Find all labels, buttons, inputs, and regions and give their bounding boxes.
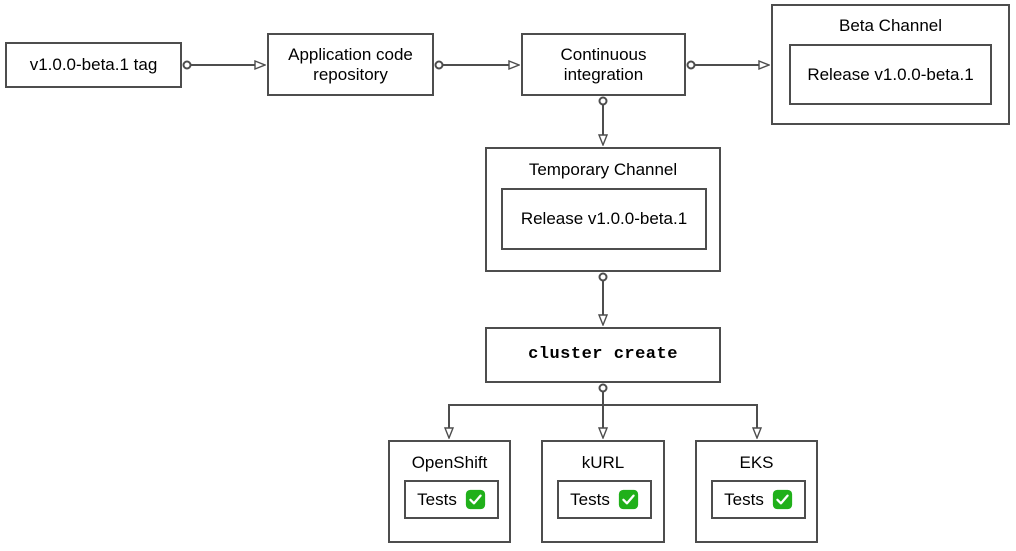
node-cluster-create-label: cluster create xyxy=(528,345,678,365)
kurl-tests-label: Tests xyxy=(570,489,610,509)
node-continuous-integration-label: Continuous integration xyxy=(560,44,647,84)
kurl-tests-box[interactable]: Tests xyxy=(557,480,652,519)
node-continuous-integration[interactable]: Continuous integration xyxy=(521,33,686,96)
container-openshift-title: OpenShift xyxy=(411,453,488,472)
white-check-mark-icon xyxy=(465,489,486,510)
container-beta-channel-title: Beta Channel xyxy=(838,16,943,35)
eks-tests-label: Tests xyxy=(724,489,764,509)
node-application-code-repository[interactable]: Application code repository xyxy=(267,33,434,96)
container-temporary-channel-title: Temporary Channel xyxy=(528,160,678,179)
container-openshift[interactable]: OpenShift Tests xyxy=(388,440,511,543)
node-tag-label: v1.0.0-beta.1 tag xyxy=(29,55,158,75)
container-eks[interactable]: EKS Tests xyxy=(695,440,818,543)
container-temporary-channel[interactable]: Temporary Channel Release v1.0.0-beta.1 xyxy=(485,147,721,272)
node-application-code-repository-label: Application code repository xyxy=(288,44,413,84)
openshift-tests-box[interactable]: Tests xyxy=(404,480,499,519)
container-beta-channel[interactable]: Beta Channel Release v1.0.0-beta.1 xyxy=(771,4,1010,125)
eks-tests-box[interactable]: Tests xyxy=(711,480,806,519)
beta-channel-release-box[interactable]: Release v1.0.0-beta.1 xyxy=(789,44,992,105)
openshift-tests-label: Tests xyxy=(417,489,457,509)
container-kurl[interactable]: kURL Tests xyxy=(541,440,665,543)
node-tag[interactable]: v1.0.0-beta.1 tag xyxy=(5,42,182,88)
node-cluster-create[interactable]: cluster create xyxy=(485,327,721,383)
temporary-channel-release-box[interactable]: Release v1.0.0-beta.1 xyxy=(501,188,707,250)
white-check-mark-icon xyxy=(618,489,639,510)
container-kurl-title: kURL xyxy=(581,453,625,472)
temporary-channel-release-label: Release v1.0.0-beta.1 xyxy=(520,209,688,229)
white-check-mark-icon xyxy=(772,489,793,510)
beta-channel-release-label: Release v1.0.0-beta.1 xyxy=(807,64,974,84)
container-eks-title: EKS xyxy=(739,453,774,472)
